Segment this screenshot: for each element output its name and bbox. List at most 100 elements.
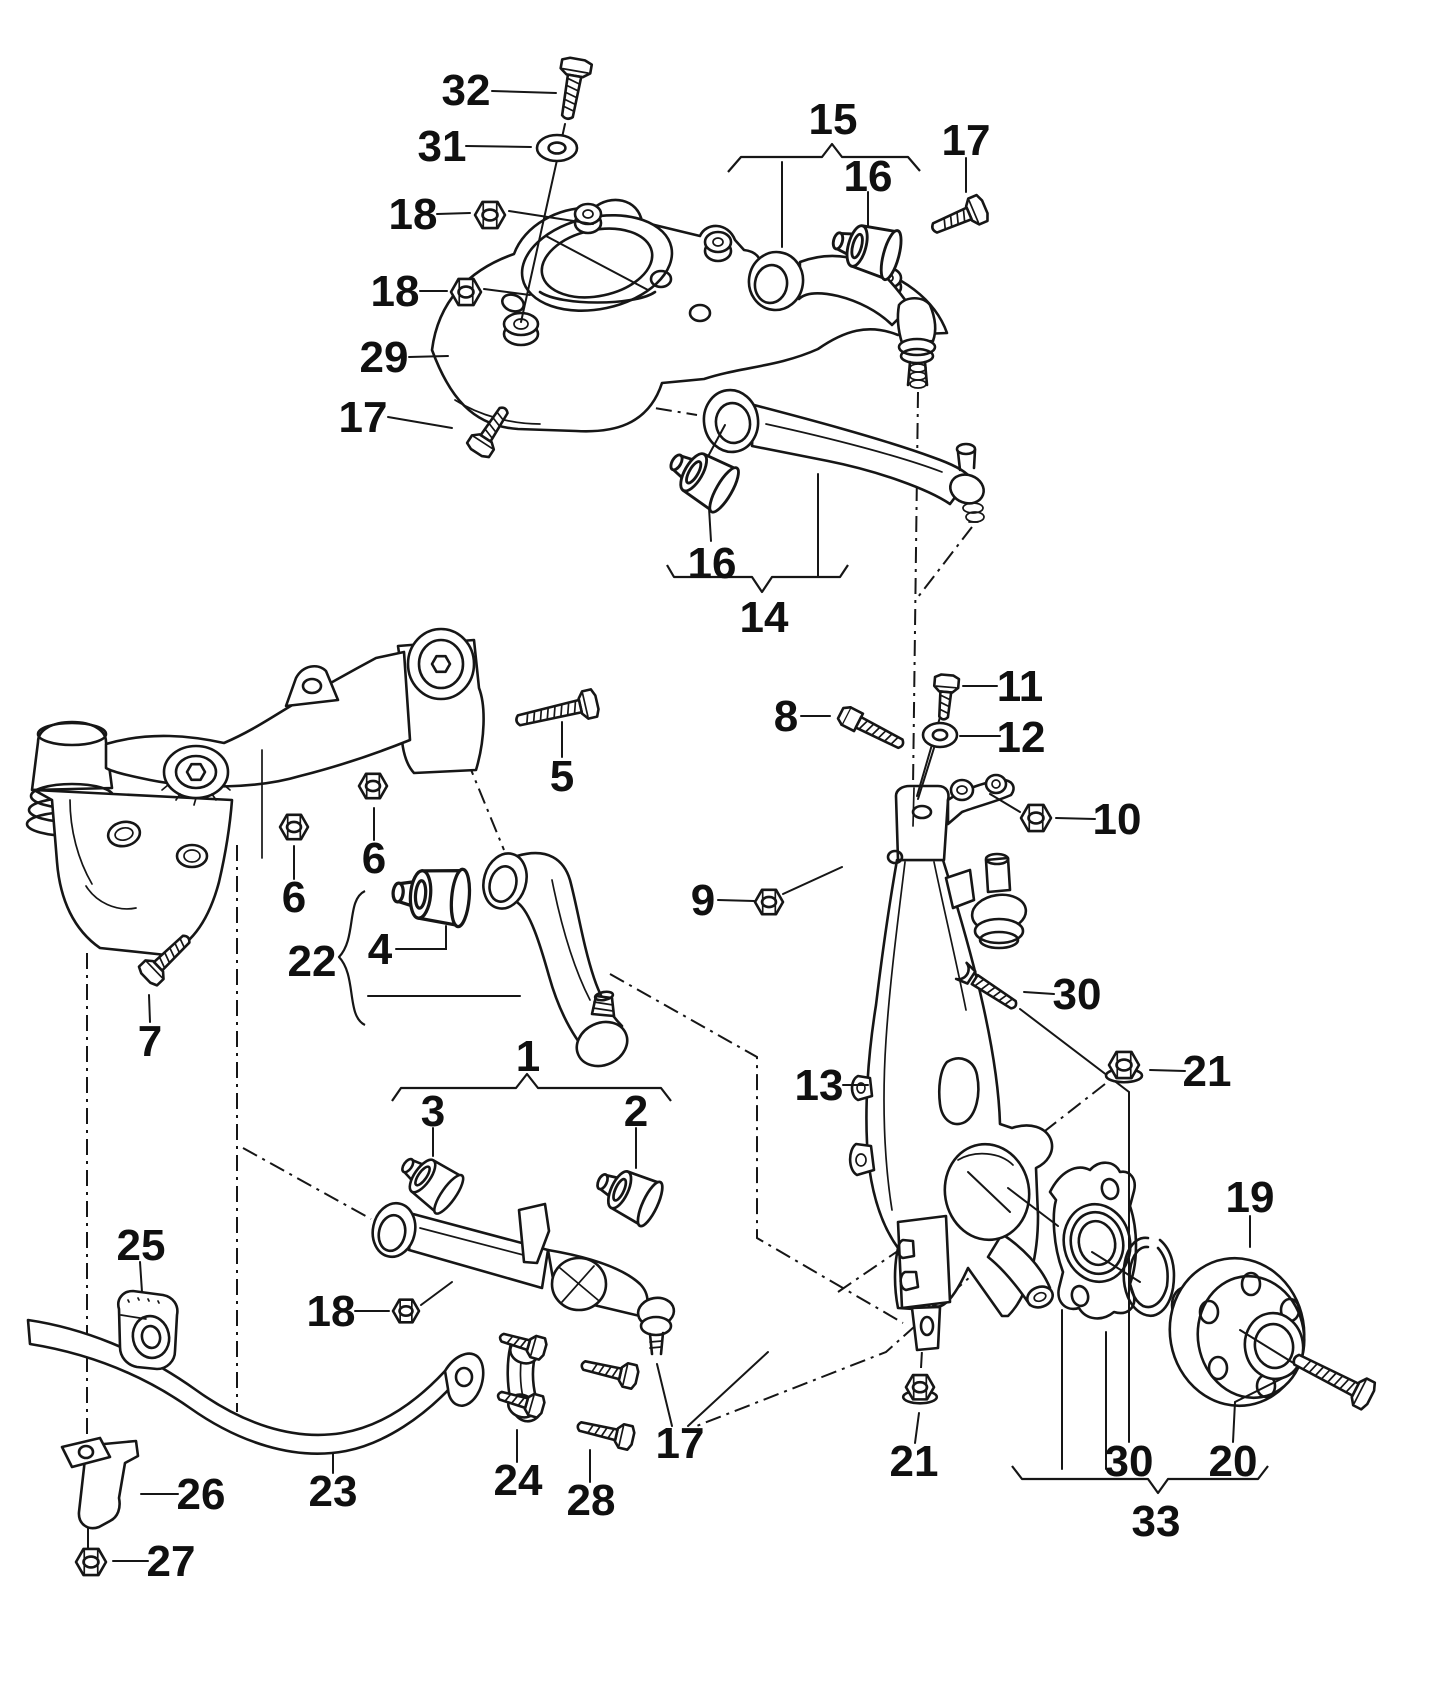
leader-line bbox=[1091, 1251, 1141, 1283]
part-label-26: 26 bbox=[177, 1470, 226, 1519]
bushing-4 bbox=[391, 867, 472, 929]
part-label-30b: 30 bbox=[1105, 1437, 1154, 1486]
leader-line bbox=[717, 899, 755, 902]
washer-31 bbox=[535, 133, 579, 163]
nut-6a bbox=[278, 813, 310, 841]
stabilizer-bar bbox=[26, 1318, 485, 1455]
stabilizer-clamp bbox=[60, 1436, 140, 1549]
leader-line bbox=[465, 145, 532, 148]
dash-line bbox=[917, 526, 973, 598]
steering-knuckle bbox=[848, 773, 1054, 1352]
part-label-29: 29 bbox=[360, 333, 409, 382]
bushing-3 bbox=[401, 1157, 465, 1215]
part-label-18c: 18 bbox=[307, 1287, 356, 1336]
leader-line bbox=[917, 747, 935, 800]
leader-line bbox=[1232, 1371, 1296, 1443]
leader-line bbox=[914, 1412, 920, 1444]
bolt-17-upper bbox=[931, 193, 989, 234]
upper-front-control-arm bbox=[702, 388, 985, 523]
bolt-24b bbox=[496, 1390, 546, 1419]
wheel-hub bbox=[1168, 1256, 1306, 1408]
nut-18b bbox=[449, 277, 483, 307]
part-label-20: 20 bbox=[1209, 1437, 1258, 1486]
leader-line bbox=[989, 793, 1021, 813]
group-bracket-1 bbox=[391, 1072, 672, 1102]
part-label-21b: 21 bbox=[890, 1437, 939, 1486]
part-label-28: 28 bbox=[567, 1476, 616, 1525]
part-label-16a: 16 bbox=[844, 152, 893, 201]
bolt-20 bbox=[1292, 1353, 1377, 1411]
stabilizer-bushing bbox=[117, 1289, 179, 1371]
nut-10 bbox=[1019, 803, 1053, 833]
wheel-bearing-housing bbox=[1048, 1161, 1138, 1320]
bolt-30 bbox=[954, 961, 1018, 1010]
nut-18c bbox=[391, 1298, 421, 1324]
leader-line bbox=[395, 925, 447, 950]
dash-line bbox=[466, 759, 505, 851]
leader-line bbox=[483, 288, 531, 296]
leader-line bbox=[491, 90, 557, 94]
fasteners bbox=[74, 56, 1377, 1577]
part-label-31: 31 bbox=[418, 122, 467, 171]
group-bracket-33 bbox=[1011, 1465, 1269, 1495]
dash-line bbox=[693, 1242, 1009, 1428]
bolt-8 bbox=[836, 706, 905, 750]
leader-line bbox=[656, 1363, 673, 1427]
bolt-5 bbox=[515, 688, 600, 727]
leader-line bbox=[782, 866, 843, 895]
part-label-9: 9 bbox=[691, 876, 715, 925]
part-label-32: 32 bbox=[442, 66, 491, 115]
bushing-16a bbox=[831, 224, 903, 282]
leader-lines bbox=[112, 90, 1309, 1562]
bolt-28a bbox=[580, 1360, 640, 1390]
leader-line bbox=[967, 1171, 1011, 1213]
bolt-11 bbox=[932, 673, 961, 721]
part-label-10: 10 bbox=[1093, 795, 1142, 844]
leader-line bbox=[1055, 817, 1096, 820]
part-label-5: 5 bbox=[550, 752, 574, 801]
part-label-6b: 6 bbox=[362, 834, 386, 883]
part-label-27: 27 bbox=[147, 1537, 196, 1586]
bolt-7 bbox=[137, 934, 191, 987]
leader-line bbox=[687, 1351, 769, 1427]
leader-line bbox=[436, 212, 471, 215]
part-label-3: 3 bbox=[421, 1087, 445, 1136]
leader-line bbox=[545, 235, 649, 291]
bushing-16b bbox=[669, 452, 740, 514]
part-label-23: 23 bbox=[309, 1467, 358, 1516]
part-label-14: 14 bbox=[740, 593, 789, 642]
part-label-7: 7 bbox=[138, 1017, 162, 1066]
part-label-1: 1 bbox=[516, 1032, 540, 1081]
part-label-2: 2 bbox=[624, 1087, 648, 1136]
leader-line bbox=[148, 994, 151, 1023]
nut-21b bbox=[901, 1373, 939, 1405]
part-label-12: 12 bbox=[997, 713, 1046, 762]
leader-line bbox=[420, 1281, 453, 1306]
leader-line bbox=[508, 210, 594, 225]
nut-6b bbox=[357, 772, 389, 800]
front-lower-control-arm bbox=[482, 851, 629, 1068]
group-bracket-15 bbox=[727, 142, 921, 173]
part-label-18a: 18 bbox=[389, 190, 438, 239]
part-label-17c: 17 bbox=[656, 1419, 705, 1468]
part-label-4: 4 bbox=[368, 925, 393, 974]
part-label-16b: 16 bbox=[688, 539, 737, 588]
leader-line bbox=[408, 355, 449, 358]
group-bracket-14 bbox=[666, 564, 849, 594]
leader-line bbox=[708, 507, 712, 542]
circlip bbox=[1122, 1236, 1176, 1317]
nut-27 bbox=[74, 1547, 108, 1577]
part-label-33: 33 bbox=[1132, 1497, 1181, 1546]
part-label-8: 8 bbox=[774, 692, 798, 741]
leader-line bbox=[139, 1261, 143, 1293]
dash-line bbox=[609, 973, 904, 1324]
bolt-24a bbox=[498, 1332, 548, 1361]
leader-line bbox=[1007, 1187, 1059, 1227]
subframe bbox=[25, 627, 485, 957]
bushing-2 bbox=[596, 1169, 664, 1228]
part-label-30a: 30 bbox=[1053, 970, 1102, 1019]
bolt-32 bbox=[559, 56, 594, 121]
upper-mount-bracket bbox=[430, 198, 949, 433]
leader-line bbox=[1019, 1008, 1130, 1443]
